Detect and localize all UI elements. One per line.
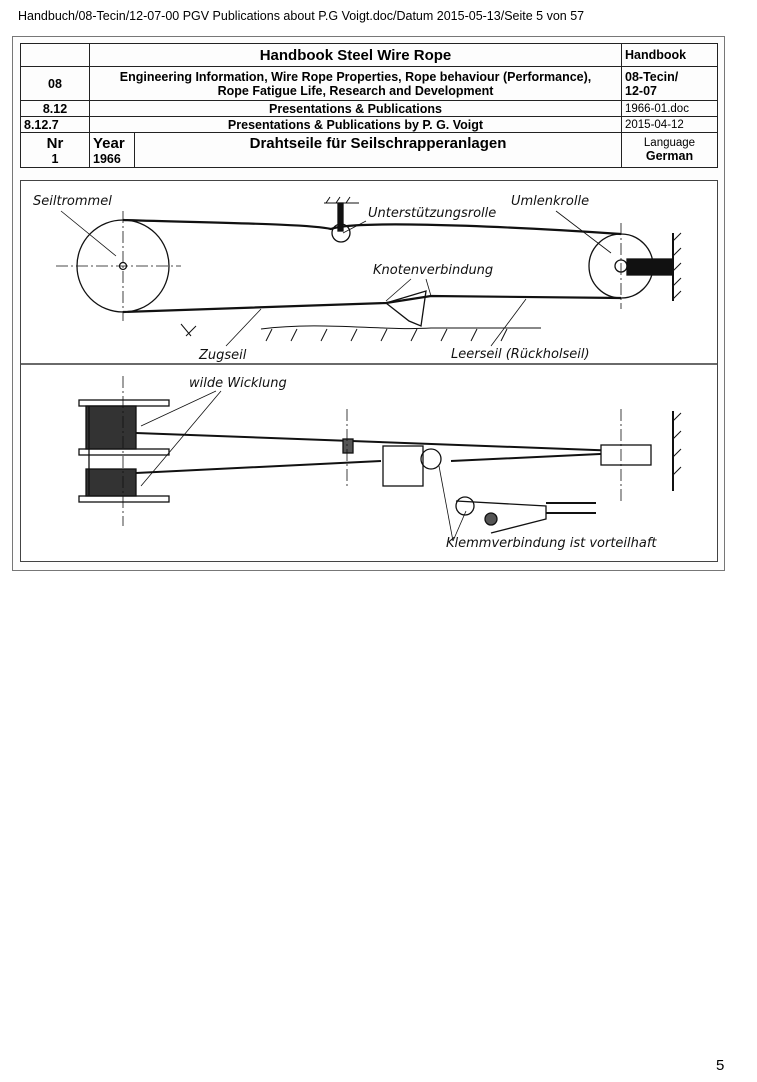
label-knotenverbindung: Knotenverbindung — [373, 263, 493, 278]
subsubsection-title: Presentations & Publications by P. G. Vo… — [89, 116, 622, 133]
subsubsection-number: 8.12.7 — [20, 116, 90, 133]
label-klemmverbindung: Klemmverbindung ist vorteilhaft — [446, 536, 657, 551]
nr-value: 1 — [51, 151, 59, 166]
drawing-svg: Seiltrommel Unterstützungsrolle Umlenkro… — [21, 194, 717, 551]
support-roller — [324, 196, 359, 243]
nr-cell: Nr 1 — [20, 132, 90, 168]
language-value: German — [645, 149, 694, 163]
rope-upper-side — [135, 432, 622, 452]
clamp-detail — [455, 496, 596, 534]
info-table: Handbook Steel Wire Rope Handbook 08 Eng… — [20, 43, 718, 168]
year-label: Year — [93, 134, 125, 152]
scraper-box — [382, 445, 424, 487]
section-description-line1: Engineering Information, Wire Rope Prope… — [119, 69, 592, 84]
ground — [260, 325, 541, 342]
nr-label: Nr — [46, 134, 64, 152]
clamp-circle — [420, 448, 442, 470]
return-pulley-side — [600, 409, 682, 501]
label-leerseil: Leerseil (Rückholseil) — [451, 347, 590, 362]
scraper-bucket — [384, 290, 427, 327]
seiltrommel-drum — [56, 211, 181, 321]
drum-side-view — [78, 376, 170, 526]
label-seiltrommel: Seiltrommel — [33, 194, 112, 209]
umlenkrolle-pulley — [588, 223, 682, 309]
subsection-title: Presentations & Publications — [89, 100, 622, 117]
rope-lower-side — [135, 452, 622, 474]
subsection-number: 8.12 — [20, 100, 90, 117]
lower-rope — [122, 294, 622, 314]
section-code-line2: 12-07 — [625, 83, 657, 98]
support-roller-side — [342, 438, 354, 454]
header-path: Handbuch/08-Tecin/12-07-00 PGV Publicati… — [18, 9, 585, 23]
label-unterstuetzungsrolle: Unterstützungsrolle — [368, 206, 496, 221]
ground-symbol — [180, 323, 197, 337]
section-number: 08 — [20, 66, 90, 101]
handbook-label: Handbook — [621, 43, 718, 67]
technical-drawing: Seiltrommel Unterstützungsrolle Umlenkro… — [20, 180, 718, 562]
document-filename: 1966-01.doc — [621, 100, 718, 117]
section-description-line2: Rope Fatigue Life, Research and Developm… — [217, 83, 494, 98]
label-wilde-wicklung: wilde Wicklung — [189, 376, 287, 391]
language-cell: Language German — [621, 132, 718, 168]
section-code-line1: 08-Tecin/ — [625, 69, 679, 84]
page-number: 5 — [716, 1057, 725, 1074]
year-value: 1966 — [93, 151, 121, 166]
language-label: Language — [643, 137, 696, 149]
section-code: 08-Tecin/ 12-07 — [621, 66, 718, 101]
document-date: 2015-04-12 — [621, 116, 718, 133]
leader-lines-bottom — [140, 390, 467, 542]
section-description: Engineering Information, Wire Rope Prope… — [89, 66, 622, 101]
handbook-title: Handbook Steel Wire Rope — [89, 43, 622, 67]
year-cell: Year 1966 — [89, 132, 135, 168]
upper-rope — [122, 218, 622, 236]
label-umlenkrolle: Umlenkrolle — [511, 194, 589, 209]
leader-lines — [60, 210, 612, 347]
document-title: Drahtseile für Seilschrapperanlagen — [134, 132, 622, 168]
label-zugseil: Zugseil — [198, 348, 247, 363]
